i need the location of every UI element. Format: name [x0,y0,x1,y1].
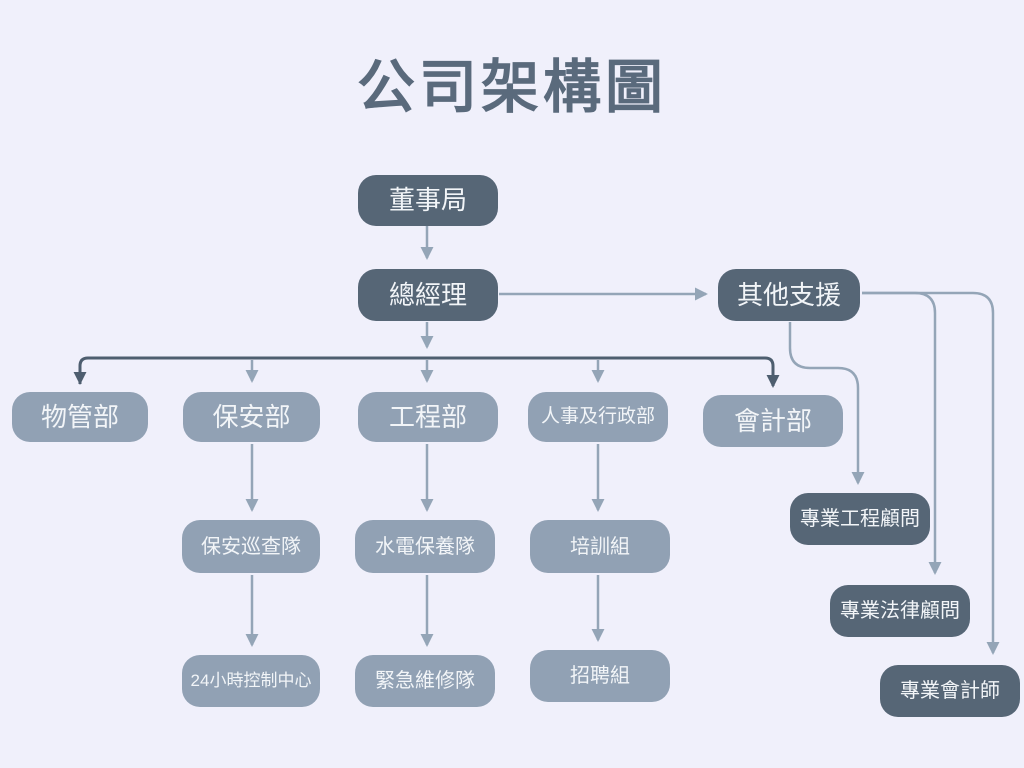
node-professional-engineering-consultant-label: 專業工程顧問 [800,508,920,530]
node-accounting-dept-label: 會計部 [733,405,812,436]
node-security-patrol-team: 保安巡查隊 [182,520,320,573]
node-utility-maintenance-team-label: 水電保養隊 [375,535,475,558]
node-general-manager-label: 總經理 [388,279,467,310]
node-emergency-repair-team-label: 緊急維修隊 [375,670,475,692]
connector-othersupport-accountant [862,291,1000,655]
node-property-dept-label: 物管部 [40,401,119,432]
node-board: 董事局 [358,175,498,226]
node-recruitment-group-label: 招聘組 [570,665,630,687]
node-control-center-24h: 24小時控制中心 [182,655,320,707]
node-hr-admin-dept: 人事及行政部 [528,392,668,442]
node-professional-legal-consultant-label: 專業法律顧問 [840,600,960,622]
node-professional-legal-consultant: 專業法律顧問 [830,585,970,637]
node-professional-engineering-consultant: 專業工程顧問 [790,493,930,545]
connector-othersupport-engconsultant [788,322,865,485]
node-engineering-dept-label: 工程部 [388,401,467,432]
node-security-patrol-team-label: 保安巡查隊 [201,535,301,558]
page-title: 公司架構圖 [356,55,667,120]
node-professional-accountant: 專業會計師 [880,665,1020,717]
node-engineering-dept: 工程部 [358,392,498,442]
node-utility-maintenance-team: 水電保養隊 [355,520,495,573]
node-training-group-label: 培訓組 [570,535,630,558]
node-hr-admin-dept-label: 人事及行政部 [540,405,655,427]
node-training-group: 培訓組 [530,520,670,573]
node-board-label: 董事局 [388,185,467,216]
connector-spine [78,356,775,384]
node-other-support: 其他支援 [718,269,860,321]
node-security-dept-label: 保安部 [212,401,291,432]
node-recruitment-group: 招聘組 [530,650,670,702]
node-emergency-repair-team: 緊急維修隊 [355,655,495,707]
node-control-center-24h-label: 24小時控制中心 [190,670,312,690]
node-general-manager: 總經理 [358,269,498,321]
node-accounting-dept: 會計部 [703,395,843,447]
node-security-dept: 保安部 [183,392,320,442]
node-other-support-label: 其他支援 [736,279,841,310]
node-property-dept: 物管部 [12,392,148,442]
node-professional-accountant-label: 專業會計師 [900,680,1000,702]
